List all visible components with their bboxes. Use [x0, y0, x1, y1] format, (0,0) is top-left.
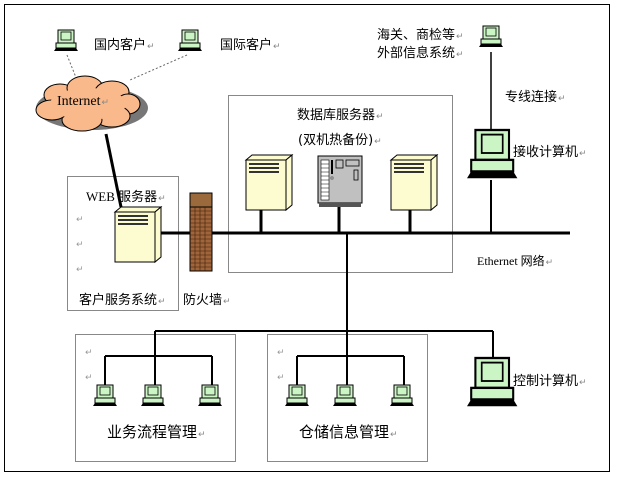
leased-line-label: 专线连接↵: [505, 90, 566, 105]
customer-service-label: 客户服务系统↵: [79, 293, 166, 308]
return-mark: ↵: [76, 240, 84, 250]
storage-array-icon: [317, 155, 363, 207]
warehouse-pc-icon: [332, 384, 358, 407]
warehouse-pc-icon: [284, 384, 310, 407]
ethernet-label: Ethernet 网络↵: [477, 254, 554, 268]
db-server-icon: [390, 154, 438, 211]
business-process-label: 业务流程管理↵: [107, 423, 206, 441]
receiver-computer-icon: [465, 128, 519, 180]
dotted-link: [129, 54, 188, 81]
receiver-computer-label: 接收计算机↵: [513, 145, 587, 160]
db-server-icon: [245, 154, 293, 211]
domestic-client-computer-icon: [53, 29, 79, 52]
internet-label: Internet↵: [57, 94, 110, 109]
db-server-box: [228, 95, 453, 273]
return-mark: ↵: [76, 215, 84, 225]
return-mark: ↵: [85, 373, 93, 383]
business-pc-icon: [197, 384, 223, 407]
external-system-label-line2: 外部信息系统↵: [377, 46, 464, 61]
business-pc-icon: [92, 384, 118, 407]
return-mark: ↵: [85, 348, 93, 358]
return-mark: ↵: [277, 348, 285, 358]
warehouse-pc-icon: [389, 384, 415, 407]
return-mark: ↵: [277, 373, 285, 383]
international-client-computer-icon: [177, 29, 203, 52]
web-server-icon: [114, 206, 162, 263]
international-client-label: 国际客户↵: [220, 38, 281, 53]
internet-cloud-icon: [35, 75, 148, 132]
dotted-link: [66, 54, 78, 81]
warehouse-info-label: 仓储信息管理↵: [299, 423, 398, 441]
control-computer-icon: [465, 356, 519, 408]
control-computer-label: 控制计算机↵: [513, 374, 587, 389]
diagram-frame: [4, 4, 610, 472]
web-server-title: WEB 服务器↵: [86, 189, 166, 204]
firewall-label: 防火墙↵: [183, 293, 231, 308]
internet-link: [104, 133, 123, 208]
return-mark: ↵: [76, 265, 84, 275]
web-server-box: [67, 176, 179, 311]
external-system-computer-icon: [478, 25, 504, 48]
db-server-title: 数据库服务器↵: [297, 108, 384, 123]
db-server-subtitle: (双机热备份)↵: [298, 133, 382, 148]
domestic-client-label: 国内客户↵: [94, 38, 155, 53]
firewall-icon: [189, 192, 213, 272]
external-system-label-line1: 海关、商检等↵: [377, 28, 464, 43]
business-pc-icon: [140, 384, 166, 407]
